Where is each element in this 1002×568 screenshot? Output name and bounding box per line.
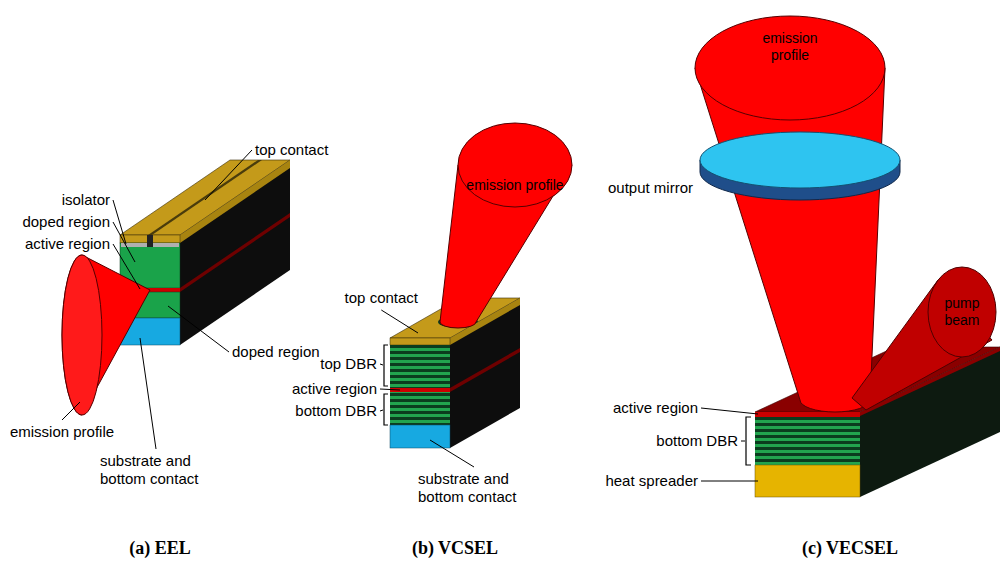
contact-gap — [147, 235, 153, 247]
isolator — [153, 243, 179, 247]
contact-side — [180, 160, 290, 243]
subfigure-caption: (c) VECSEL — [802, 537, 898, 559]
part-label: substrate and bottom contact — [418, 470, 530, 506]
part-label: emission profile — [10, 423, 114, 441]
part-label: isolator — [62, 191, 110, 209]
leader-line — [380, 364, 383, 365]
leader-line — [62, 402, 80, 420]
output-mirror — [700, 132, 900, 188]
beam-label: pump beam — [929, 295, 995, 329]
bottom-dbr — [755, 417, 860, 465]
part-label: doped region — [232, 343, 320, 361]
emission-cone — [62, 255, 150, 415]
emission-face — [458, 123, 572, 207]
subfigure-caption: (b) VCSEL — [412, 537, 498, 559]
emission-cone — [440, 165, 572, 328]
substrate — [390, 425, 450, 448]
heat-spreader — [755, 465, 860, 497]
leader-line — [380, 389, 400, 390]
bottom-dbr — [390, 392, 450, 425]
leader-line — [701, 481, 758, 482]
leader-line — [113, 222, 135, 262]
active-region — [755, 412, 860, 417]
pump-face — [928, 267, 996, 357]
part-label: doped region — [22, 213, 110, 231]
part-label: bottom DBR — [656, 432, 738, 450]
leader-line — [113, 244, 140, 289]
beam-label: emission profile — [750, 30, 830, 64]
part-label: heat spreader — [605, 472, 698, 490]
leader-line — [430, 440, 474, 467]
active-side — [450, 348, 520, 392]
side-face — [180, 160, 290, 345]
leader-line — [380, 410, 383, 411]
leader-line — [113, 200, 126, 244]
part-label: top contact — [255, 141, 328, 159]
beam-profile: pump beam — [929, 295, 995, 329]
leader-line — [168, 306, 229, 352]
emission-face — [695, 16, 885, 120]
dbr-bracket — [746, 417, 751, 465]
top-contact — [390, 338, 450, 345]
beam-label: emission profile — [460, 177, 570, 194]
beam-profile: emission profile — [460, 177, 570, 194]
top-dbr — [390, 345, 450, 388]
beam-profile: emission profile — [750, 30, 830, 64]
subfigure-caption: (a) EEL — [129, 537, 191, 559]
part-label: output mirror — [608, 179, 693, 197]
part-label: bottom DBR — [295, 402, 377, 420]
leader-line — [701, 408, 758, 414]
part-label: top contact — [345, 289, 418, 307]
dbr-bracket — [384, 394, 388, 425]
part-label: active region — [25, 235, 110, 253]
emission-face — [62, 255, 102, 415]
leader-line — [205, 150, 252, 200]
leader-line — [140, 338, 156, 449]
dbr-bracket — [384, 345, 388, 386]
leader-line — [741, 441, 745, 442]
part-label: substrate and bottom contact — [100, 452, 212, 488]
part-label: active region — [292, 380, 377, 398]
leader-line — [381, 310, 418, 333]
active-side — [180, 213, 290, 292]
part-label: active region — [613, 399, 698, 417]
part-label: top DBR — [320, 355, 377, 373]
